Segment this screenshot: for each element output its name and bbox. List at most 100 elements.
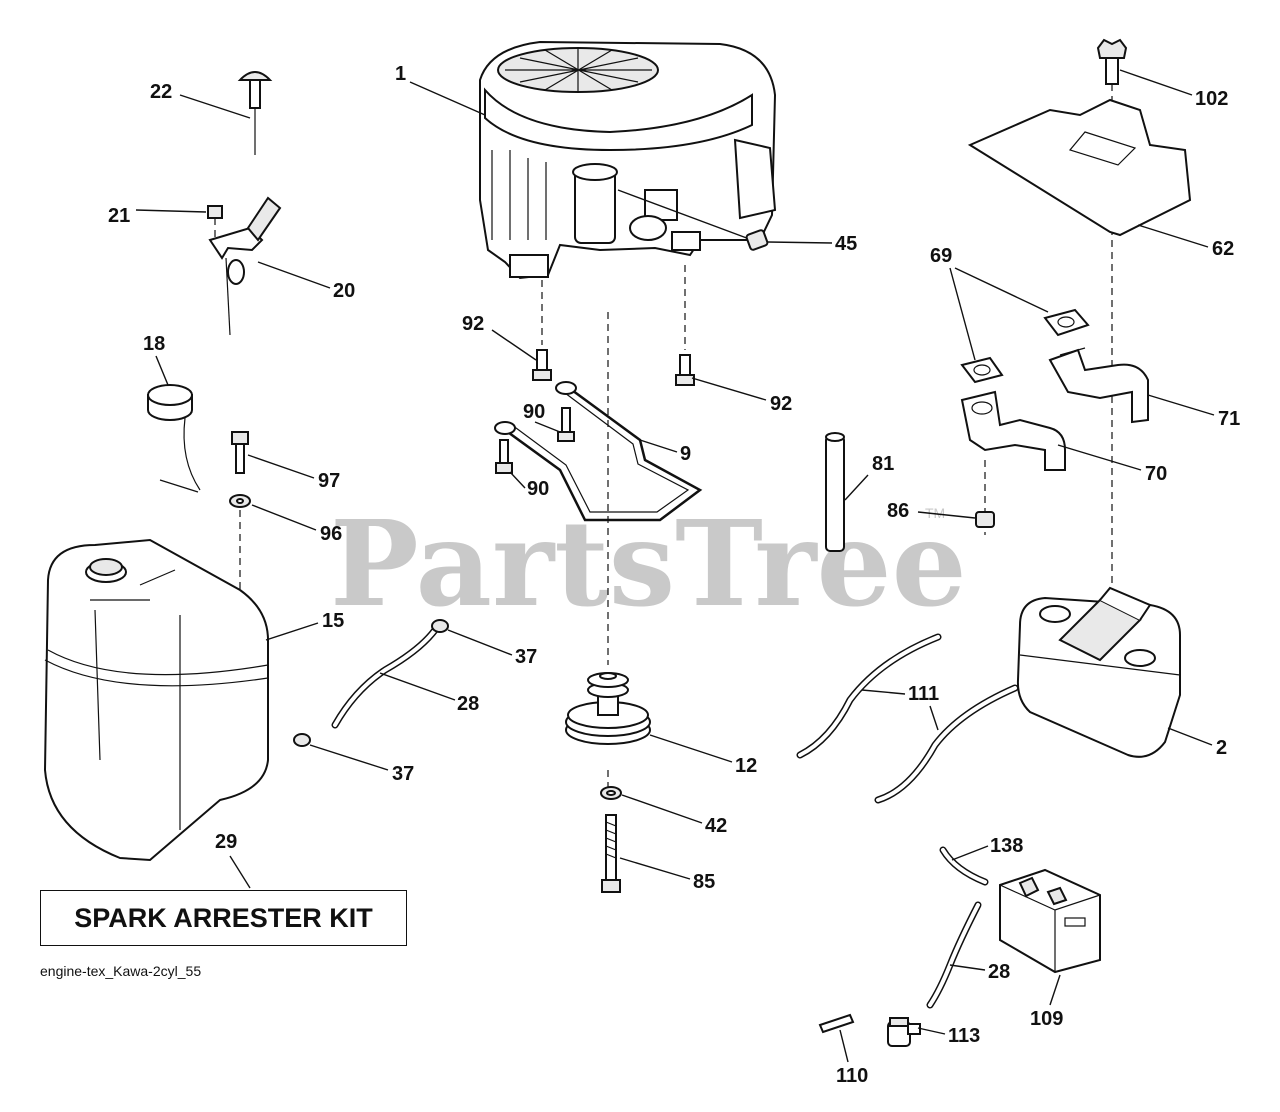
callout-81: 81 <box>872 453 894 475</box>
leader-18 <box>155 355 169 386</box>
callout-20: 20 <box>333 280 355 302</box>
leader-37-lower <box>309 744 389 771</box>
bolt-part-85[interactable] <box>601 814 621 893</box>
throttle-bracket-part-20[interactable] <box>208 196 282 336</box>
leader-45 <box>767 241 833 244</box>
heat-shield-part-62[interactable] <box>967 98 1192 237</box>
watermark-tm: TM <box>925 505 945 521</box>
screw-part-97[interactable] <box>231 431 249 474</box>
callout-96: 96 <box>320 523 342 545</box>
callout-28-kit: 28 <box>988 961 1010 983</box>
leader-20 <box>257 261 331 289</box>
muffler-part-2[interactable] <box>1016 586 1181 758</box>
callout-110: 110 <box>836 1065 868 1087</box>
hose-part-111-a[interactable] <box>796 633 942 759</box>
leader-71 <box>1147 394 1215 416</box>
leader-81 <box>844 474 869 501</box>
leader-42 <box>621 794 703 824</box>
fuel-hose-part-28[interactable] <box>331 626 439 729</box>
leader-85 <box>619 857 691 880</box>
washer-part-96[interactable] <box>229 494 251 508</box>
gasket-part-69-a[interactable] <box>1043 308 1090 337</box>
washer-part-42[interactable] <box>600 786 622 800</box>
callout-15: 15 <box>322 610 344 632</box>
callout-109: 109 <box>1030 1008 1063 1030</box>
leader-12 <box>649 734 733 763</box>
callout-97: 97 <box>318 470 340 492</box>
engine-part-1[interactable] <box>479 40 777 280</box>
spark-arrester-kit-label: SPARK ARRESTER KIT <box>40 890 407 946</box>
callout-12: 12 <box>735 755 757 777</box>
fitting-part-113[interactable] <box>887 1017 921 1047</box>
leader-92-left <box>491 329 537 361</box>
nut-part-86[interactable] <box>975 511 995 528</box>
knob-part-102[interactable] <box>1096 38 1128 85</box>
callout-85: 85 <box>693 871 715 893</box>
callout-92-right: 92 <box>770 393 792 415</box>
leader-111-a <box>861 689 906 695</box>
callout-92-left: 92 <box>462 313 484 335</box>
spark-arrester-part-109[interactable] <box>999 868 1101 974</box>
tube-part-81[interactable] <box>825 432 845 552</box>
leader-29 <box>229 855 251 889</box>
callout-45: 45 <box>835 233 857 255</box>
exhaust-pipe-part-70[interactable] <box>960 390 1066 471</box>
leader-86 <box>917 511 976 519</box>
leader-15 <box>265 622 319 641</box>
fuel-tank-part-15[interactable] <box>43 538 269 862</box>
callout-1: 1 <box>395 63 406 85</box>
leader-62 <box>1137 224 1209 248</box>
callout-90-upper: 90 <box>523 401 545 423</box>
callout-70: 70 <box>1145 463 1167 485</box>
callout-111: 111 <box>908 683 939 705</box>
leader-69-a <box>954 267 1049 313</box>
bolt-part-92-right[interactable] <box>675 354 695 386</box>
callout-102: 102 <box>1195 88 1228 110</box>
leader-96 <box>251 504 317 531</box>
callout-90-lower: 90 <box>527 478 549 500</box>
leader-28-left <box>379 672 456 701</box>
hose-part-111-b[interactable] <box>874 684 1019 804</box>
pin-part-110[interactable] <box>818 1013 855 1034</box>
bolt-part-21[interactable] <box>207 205 223 240</box>
gasket-part-69-b[interactable] <box>960 356 1004 384</box>
exhaust-pipe-part-71[interactable] <box>1048 347 1149 424</box>
leader-9 <box>639 439 678 453</box>
callout-62: 62 <box>1212 238 1234 260</box>
callout-21: 21 <box>108 205 130 227</box>
leader-109 <box>1049 974 1061 1006</box>
bolt-part-90-lower[interactable] <box>495 439 513 474</box>
callout-138: 138 <box>990 835 1023 857</box>
callout-86: 86 <box>887 500 909 522</box>
bracket-part-9[interactable] <box>494 381 703 522</box>
bolt-part-90-upper[interactable] <box>557 407 575 442</box>
hose-part-28-kit[interactable] <box>926 901 982 1009</box>
leader-97 <box>247 454 315 479</box>
watermark: PartsTree <box>330 494 967 633</box>
hose-clamp-part-37-lower[interactable] <box>293 733 311 747</box>
callout-113: 113 <box>948 1025 980 1047</box>
leader-138 <box>951 845 989 861</box>
leader-92-right <box>691 377 767 401</box>
diagram-code: engine-tex_Kawa-2cyl_55 <box>40 963 202 979</box>
leader-28-kit <box>949 964 986 971</box>
pulley-part-12[interactable] <box>565 672 651 745</box>
leader-22 <box>179 94 251 119</box>
callout-37-lower: 37 <box>392 763 414 785</box>
callout-69: 69 <box>930 245 952 267</box>
nut-part-45[interactable] <box>617 189 769 251</box>
hose-part-138[interactable] <box>939 846 989 886</box>
leader-110 <box>839 1029 849 1063</box>
leader-113 <box>917 1027 946 1035</box>
hose-clamp-part-37-upper[interactable] <box>431 619 449 633</box>
dipstick-knob-part-22[interactable] <box>237 71 273 155</box>
leader-90-lower <box>509 471 526 489</box>
leader-90-upper <box>534 421 561 433</box>
callout-2: 2 <box>1216 737 1227 759</box>
leader-69-b <box>949 267 976 361</box>
bolt-part-92-left[interactable] <box>532 349 552 381</box>
fuel-cap-part-18[interactable] <box>147 384 201 493</box>
callout-18: 18 <box>143 333 165 355</box>
callout-29: 29 <box>215 831 237 853</box>
